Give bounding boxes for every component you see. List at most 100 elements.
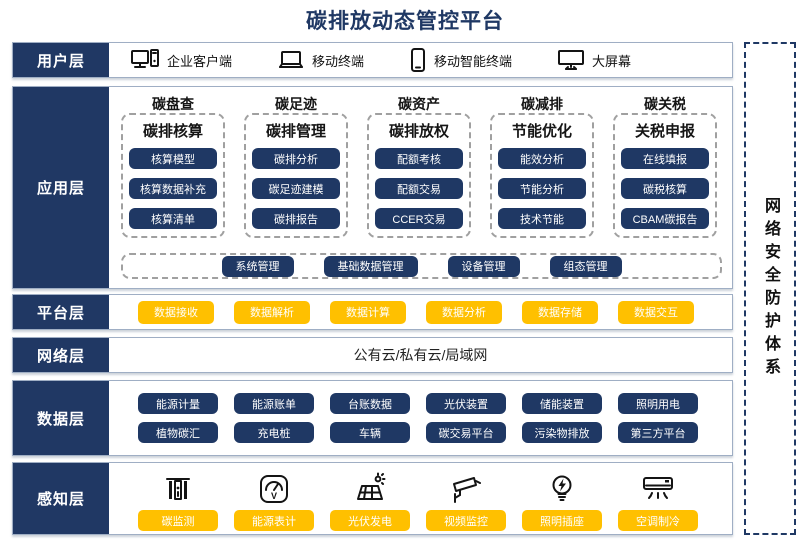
page-title: 碳排放动态管控平台 (306, 10, 504, 33)
app-item: 碳税核算 (621, 178, 709, 199)
data-layer-label: 数据层 (13, 381, 109, 455)
app-item: 核算模型 (129, 148, 217, 169)
sensor-carbon-monitoring: 碳监测 (138, 468, 218, 531)
device-smart-mobile-terminal: 移动智能终端 (410, 48, 512, 72)
app-column-header: 碳关税 (644, 96, 686, 112)
platform-layer-band: 平台层 数据接收 数据解析 数据计算 数据分析 数据存储 数据交互 (12, 294, 733, 330)
app-column-header: 碳减排 (521, 96, 563, 112)
user-layer-band: 用户层 企业客户端 (12, 42, 733, 78)
perception-layer-label: 感知层 (13, 463, 109, 534)
platform-item: 数据分析 (426, 300, 502, 324)
app-column-subtitle: 碳排核算 (142, 123, 203, 140)
data-layer-band: 数据层 能源计量 能源账单 台账数据 光伏装置 储能装置 照明用电 植物碳汇 充… (12, 380, 733, 456)
device-label: 企业客户端 (167, 53, 233, 69)
data-source: 照明用电 (618, 393, 698, 414)
sensor-label: 光伏发电 (330, 510, 410, 531)
app-column-box: 关税申报 在线填报 碳税核算 CBAM碳报告 (613, 113, 717, 238)
app-column-subtitle: 碳排放权 (388, 123, 449, 140)
sensor-lighting-socket: 照明插座 (522, 468, 602, 531)
data-source: 充电桩 (234, 422, 314, 443)
platform-item: 数据计算 (330, 300, 406, 324)
app-column-box: 碳排管理 碳排分析 碳足迹建模 碳排报告 (244, 113, 348, 238)
cctv-camera-icon (448, 468, 484, 506)
data-source: 污染物排放 (522, 422, 602, 443)
app-column-carbon-reduction: 碳减排 节能优化 能效分析 节能分析 技术节能 (490, 94, 594, 238)
device-label: 大屏幕 (592, 53, 632, 69)
security-system-panel: 网络安全防护体系 (744, 42, 796, 535)
sensor-video-surveillance: 视频监控 (426, 468, 506, 531)
energy-meter-icon: V (257, 468, 291, 506)
data-source: 光伏装置 (426, 393, 506, 414)
platform-layer-label: 平台层 (13, 295, 109, 329)
sensor-label: 视频监控 (426, 510, 506, 531)
user-layer-label: 用户层 (13, 43, 109, 77)
common-module: 设备管理 (447, 255, 520, 277)
app-item: 碳足迹建模 (252, 178, 340, 199)
application-layer-label: 应用层 (13, 87, 109, 288)
sensor-energy-meter: V 能源表计 (234, 468, 314, 531)
sensor-label: 碳监测 (138, 510, 218, 531)
app-column-box: 碳排放权 配额考核 配额交易 CCER交易 (367, 113, 471, 238)
sensor-air-conditioning: 空调制冷 (618, 468, 698, 531)
data-source: 植物碳汇 (138, 422, 218, 443)
app-column-subtitle: 节能优化 (511, 123, 572, 140)
smartphone-icon (410, 48, 426, 72)
sensor-solar-power: 光伏发电 (330, 468, 410, 531)
platform-item: 数据接收 (138, 300, 214, 324)
data-source: 碳交易平台 (426, 422, 506, 443)
perception-layer-band: 感知层 碳监测 (12, 462, 733, 535)
air-conditioner-icon (640, 468, 676, 506)
app-item: 技术节能 (498, 208, 586, 229)
device-large-screen: 大屏幕 (558, 49, 631, 71)
app-item: 节能分析 (498, 178, 586, 199)
app-common-modules-box: 系统管理 基础数据管理 设备管理 组态管理 (121, 253, 722, 279)
common-module: 组态管理 (549, 255, 622, 277)
large-screen-icon (558, 49, 585, 71)
laptop-icon (278, 50, 304, 70)
app-column-box: 节能优化 能效分析 节能分析 技术节能 (490, 113, 594, 238)
common-module: 基础数据管理 (323, 255, 418, 277)
common-module: 系统管理 (221, 255, 294, 277)
data-source: 能源计量 (138, 393, 218, 414)
device-label: 移动终端 (312, 53, 365, 69)
desktop-pc-icon (131, 49, 159, 71)
solar-panel-icon (353, 468, 387, 506)
app-column-carbon-assets: 碳资产 碳排放权 配额考核 配额交易 CCER交易 (367, 94, 471, 238)
app-column-header: 碳资产 (398, 96, 440, 112)
app-item: CBAM碳报告 (621, 208, 709, 229)
data-source: 储能装置 (522, 393, 602, 414)
sensor-label: 能源表计 (234, 510, 314, 531)
svg-text:V: V (271, 491, 277, 501)
app-item: CCER交易 (375, 208, 463, 229)
app-column-carbon-footprint: 碳足迹 碳排管理 碳排分析 碳足迹建模 碳排报告 (244, 94, 348, 238)
device-label: 移动智能终端 (434, 53, 513, 69)
data-source: 台账数据 (330, 393, 410, 414)
app-item: 在线填报 (621, 148, 709, 169)
platform-item: 数据交互 (618, 300, 694, 324)
security-system-label: 网络安全防护体系 (762, 196, 779, 381)
app-item: 碳排分析 (252, 148, 340, 169)
app-column-subtitle: 碳排管理 (265, 123, 326, 140)
app-item: 核算清单 (129, 208, 217, 229)
app-column-subtitle: 关税申报 (634, 123, 695, 140)
application-layer-band: 应用层 碳盘查 碳排核算 核算模型 核算数据补充 核算清单 碳足迹 (12, 86, 733, 289)
network-layer-band: 网络层 公有云/私有云/局域网 (12, 337, 733, 373)
app-item: 核算数据补充 (129, 178, 217, 199)
light-bulb-icon (545, 468, 579, 506)
app-item: 配额考核 (375, 148, 463, 169)
sensor-label: 照明插座 (522, 510, 602, 531)
data-source: 能源账单 (234, 393, 314, 414)
network-layer-label: 网络层 (13, 338, 109, 372)
app-column-header: 碳盘查 (152, 96, 194, 112)
app-column-header: 碳足迹 (275, 96, 317, 112)
app-column-carbon-tariff: 碳关税 关税申报 在线填报 碳税核算 CBAM碳报告 (613, 94, 717, 238)
device-enterprise-client: 企业客户端 (131, 49, 232, 71)
app-column-carbon-inventory: 碳盘查 碳排核算 核算模型 核算数据补充 核算清单 (121, 94, 225, 238)
platform-item: 数据存储 (522, 300, 598, 324)
platform-item: 数据解析 (234, 300, 310, 324)
app-item: 能效分析 (498, 148, 586, 169)
app-item: 碳排报告 (252, 208, 340, 229)
app-column-box: 碳排核算 核算模型 核算数据补充 核算清单 (121, 113, 225, 238)
sensor-label: 空调制冷 (618, 510, 698, 531)
